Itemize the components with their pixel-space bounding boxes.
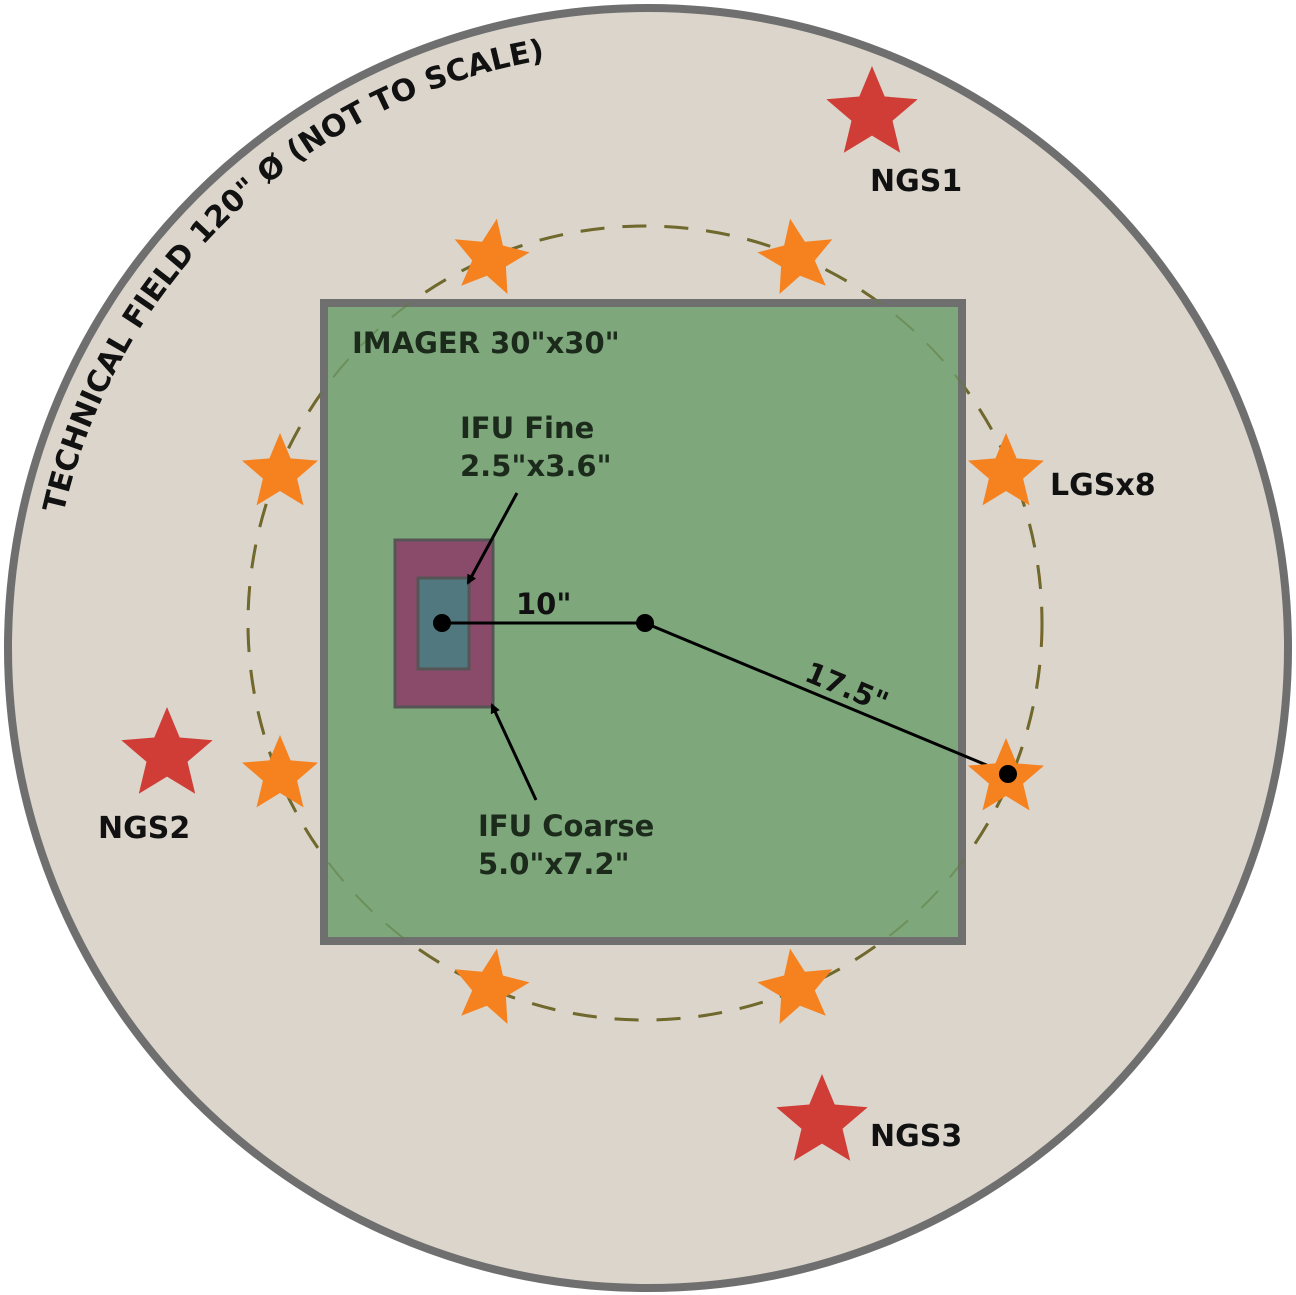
ifu-coarse-label: IFU Coarse 5.0"x7.2" — [478, 809, 664, 881]
lgs-label: LGSx8 — [1050, 468, 1156, 503]
radius-line — [644, 621, 1009, 776]
lgs-star-3 — [242, 433, 318, 506]
ngs3-label: NGS3 — [870, 1119, 962, 1154]
ifu-fine-label: IFU Fine 2.5"x3.6" — [460, 411, 612, 483]
ngs-star-3 — [776, 1074, 868, 1161]
lgs-star-8 — [757, 948, 833, 1024]
ngs-star-group — [121, 66, 918, 1161]
lgs-star-7 — [454, 948, 530, 1024]
lgs-star-4 — [968, 433, 1044, 506]
lgs-star-1 — [454, 218, 530, 294]
ifu-center-dot — [433, 614, 451, 632]
ifu-coarse-arrow — [490, 703, 538, 801]
imager-label: IMAGER 30"x30" — [352, 326, 620, 360]
lgs-endpoint-dot — [999, 765, 1017, 783]
dot-group — [433, 614, 1017, 783]
ngs1-label: NGS1 — [870, 164, 962, 199]
lgs-star-5 — [242, 735, 318, 808]
ngs2-label: NGS2 — [98, 811, 190, 846]
lgs-star-2 — [757, 218, 833, 294]
offset-label: 10" — [516, 587, 571, 621]
ngs-star-1 — [826, 66, 918, 153]
ifu-fine-arrow — [466, 492, 519, 585]
lgs-star-group — [242, 218, 1044, 1024]
ngs-star-2 — [121, 707, 213, 794]
field-center-dot — [636, 614, 654, 632]
lgs-ring-inner — [247, 225, 1043, 1021]
